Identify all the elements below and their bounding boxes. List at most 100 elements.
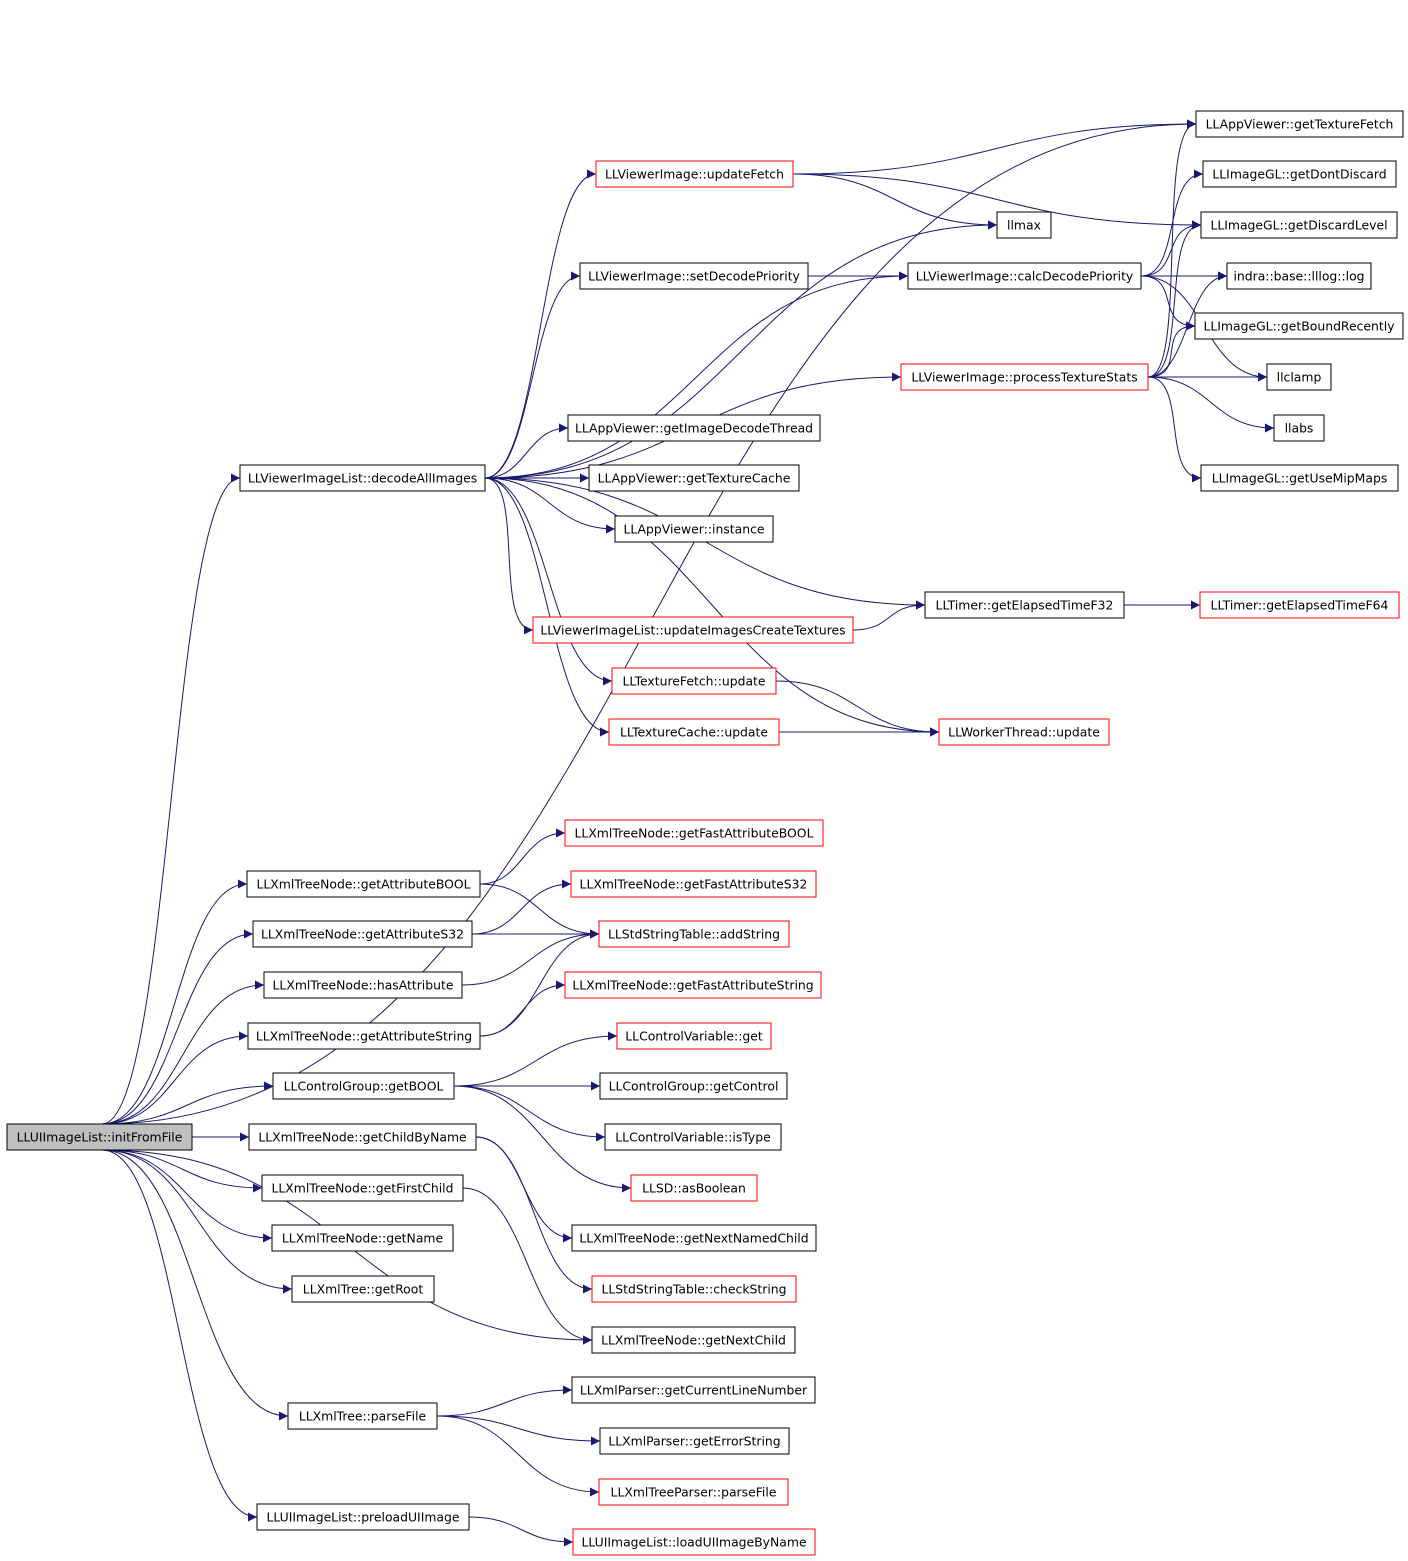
call-edge bbox=[453, 1085, 606, 1142]
node-box bbox=[287, 1402, 438, 1430]
node-box bbox=[570, 870, 817, 898]
graph-node[interactable]: LLViewerImage::setDecodePriority bbox=[579, 262, 809, 290]
call-edge bbox=[1147, 119, 1197, 378]
graph-node[interactable]: LLControlGroup::getControl bbox=[599, 1072, 788, 1100]
call-edge bbox=[484, 477, 613, 686]
graph-node[interactable]: LLXmlParser::getCurrentLineNumber bbox=[571, 1376, 816, 1404]
call-edge bbox=[1147, 321, 1196, 378]
graph-node[interactable]: LLImageGL::getDontDiscard bbox=[1202, 160, 1397, 188]
node-box bbox=[1194, 312, 1404, 340]
graph-node[interactable]: LLUIImageList::preloadUIImage bbox=[256, 1503, 470, 1531]
graph-node[interactable]: llmax bbox=[996, 211, 1052, 239]
graph-node[interactable]: LLControlVariable::get bbox=[616, 1022, 772, 1050]
call-edge bbox=[101, 1149, 258, 1522]
graph-node[interactable]: LLXmlTreeNode::getNextNamedChild bbox=[571, 1224, 817, 1252]
graph-node[interactable]: LLViewerImage::calcDecodePriority bbox=[907, 262, 1142, 290]
graph-node[interactable]: LLViewerImageList::decodeAllImages bbox=[239, 464, 486, 492]
graph-node[interactable]: LLXmlTreeNode::getAttributeBOOL bbox=[246, 870, 481, 898]
call-edge bbox=[453, 1085, 632, 1193]
node-label: LLControlGroup::getControl bbox=[609, 1079, 779, 1094]
graph-node[interactable]: LLXmlTree::getRoot bbox=[291, 1275, 435, 1303]
node-label: LLUIImageList::preloadUIImage bbox=[266, 1510, 459, 1525]
node-label: LLTimer::getElapsedTimeF32 bbox=[936, 598, 1114, 613]
node-label: llabs bbox=[1285, 421, 1314, 436]
node-label: LLXmlTreeParser::parseFile bbox=[611, 1485, 777, 1500]
node-label: LLTextureCache::update bbox=[620, 725, 768, 740]
call-edge bbox=[1140, 169, 1204, 277]
graph-node[interactable]: LLUIImageList::loadUIImageByName bbox=[572, 1528, 816, 1556]
edges bbox=[101, 119, 1275, 1547]
node-label: LLUIImageList::loadUIImageByName bbox=[581, 1535, 806, 1550]
call-edge bbox=[484, 271, 909, 479]
graph-node[interactable]: LLXmlTreeNode::getChildByName bbox=[248, 1123, 477, 1151]
node-box bbox=[591, 1326, 796, 1354]
call-edge bbox=[101, 1149, 263, 1193]
graph-node[interactable]: LLImageGL::getBoundRecently bbox=[1194, 312, 1404, 340]
graph-node[interactable]: LLXmlTreeNode::getNextChild bbox=[591, 1326, 796, 1354]
node-box bbox=[271, 1224, 454, 1252]
graph-node[interactable]: LLTimer::getElapsedTimeF64 bbox=[1199, 591, 1400, 619]
graph-node[interactable]: LLStdStringTable::addString bbox=[598, 920, 790, 948]
graph-node[interactable]: LLControlVariable::isType bbox=[604, 1123, 782, 1151]
node-box bbox=[1273, 414, 1325, 442]
node-label: LLXmlTreeNode::getName bbox=[282, 1231, 443, 1246]
graph-node[interactable]: LLControlGroup::getBOOL bbox=[272, 1072, 455, 1100]
node-box bbox=[571, 1376, 816, 1404]
graph-node[interactable]: LLXmlTreeNode::getFastAttributeString bbox=[564, 971, 822, 999]
graph-node[interactable]: LLXmlTreeNode::getFastAttributeS32 bbox=[570, 870, 817, 898]
graph-node[interactable]: llclamp bbox=[1266, 363, 1332, 391]
node-box bbox=[1202, 160, 1397, 188]
node-box bbox=[248, 1123, 477, 1151]
graph-node[interactable]: LLUIImageList::initFromFile bbox=[6, 1123, 193, 1151]
node-label: LLViewerImage::calcDecodePriority bbox=[916, 269, 1134, 284]
graph-node[interactable]: LLXmlParser::getErrorString bbox=[599, 1427, 790, 1455]
graph-node[interactable]: LLAppViewer::getImageDecodeThread bbox=[567, 414, 821, 442]
graph-node[interactable]: LLXmlTreeNode::getAttributeS32 bbox=[252, 920, 473, 948]
node-box bbox=[599, 1072, 788, 1100]
node-label: LLXmlTreeNode::getFirstChild bbox=[272, 1181, 454, 1196]
graph-node[interactable]: LLViewerImage::processTextureStats bbox=[900, 363, 1149, 391]
graph-node[interactable]: LLAppViewer::getTextureFetch bbox=[1195, 110, 1404, 138]
graph-node[interactable]: LLViewerImage::updateFetch bbox=[595, 160, 794, 188]
node-label: LLXmlTreeNode::getNextChild bbox=[601, 1333, 786, 1348]
graph-node[interactable]: LLTextureFetch::update bbox=[611, 667, 777, 695]
node-label: LLWorkerThread::update bbox=[948, 725, 1100, 740]
graph-node[interactable]: LLXmlTree::parseFile bbox=[287, 1402, 438, 1430]
graph-node[interactable]: LLSD::asBoolean bbox=[630, 1174, 758, 1202]
node-label: LLXmlTreeNode::getFastAttributeBOOL bbox=[575, 826, 814, 841]
node-label: LLAppViewer::instance bbox=[623, 522, 764, 537]
graph-node[interactable]: LLTimer::getElapsedTimeF32 bbox=[924, 591, 1125, 619]
graph-node[interactable]: LLImageGL::getDiscardLevel bbox=[1200, 211, 1398, 239]
node-box bbox=[571, 1224, 817, 1252]
call-edge bbox=[479, 929, 600, 1037]
graph-node[interactable]: LLXmlTreeNode::getFastAttributeBOOL bbox=[564, 819, 824, 847]
graph-node[interactable]: indra::base::lllog::log bbox=[1226, 262, 1372, 290]
node-label: LLUIImageList::initFromFile bbox=[17, 1130, 183, 1145]
graph-node[interactable]: LLXmlTreeNode::getName bbox=[271, 1224, 454, 1252]
graph-node[interactable]: LLXmlTreeNode::getFirstChild bbox=[261, 1174, 464, 1202]
graph-node[interactable]: LLAppViewer::getTextureCache bbox=[588, 464, 800, 492]
node-label: LLViewerImageList::decodeAllImages bbox=[248, 471, 477, 486]
node-label: LLXmlTree::getRoot bbox=[303, 1282, 424, 1297]
call-edge bbox=[475, 1136, 593, 1294]
node-label: LLXmlParser::getErrorString bbox=[608, 1434, 780, 1449]
graph-node[interactable]: LLStdStringTable::checkString bbox=[591, 1275, 797, 1303]
graph-node[interactable]: LLImageGL::getUseMipMaps bbox=[1200, 464, 1399, 492]
graph-node[interactable]: LLWorkerThread::update bbox=[938, 718, 1110, 746]
node-box bbox=[907, 262, 1142, 290]
graph-node[interactable]: LLXmlTreeNode::hasAttribute bbox=[263, 971, 463, 999]
graph-node[interactable]: LLAppViewer::instance bbox=[614, 515, 774, 543]
node-box bbox=[291, 1275, 435, 1303]
call-edge bbox=[468, 1516, 574, 1547]
call-edge bbox=[471, 879, 572, 935]
graph-node[interactable]: LLViewerImageList::updateImagesCreateTex… bbox=[532, 616, 854, 644]
node-label: llclamp bbox=[1277, 370, 1322, 385]
node-label: LLXmlTree::parseFile bbox=[299, 1409, 426, 1424]
node-label: LLXmlTreeNode::getAttributeString bbox=[256, 1029, 472, 1044]
call-edge bbox=[1140, 275, 1196, 331]
graph-node[interactable]: LLXmlTreeNode::getAttributeString bbox=[247, 1022, 481, 1050]
graph-node[interactable]: LLXmlTreeParser::parseFile bbox=[598, 1478, 789, 1506]
call-edge bbox=[101, 473, 241, 1125]
graph-node[interactable]: llabs bbox=[1273, 414, 1325, 442]
graph-node[interactable]: LLTextureCache::update bbox=[608, 718, 780, 746]
